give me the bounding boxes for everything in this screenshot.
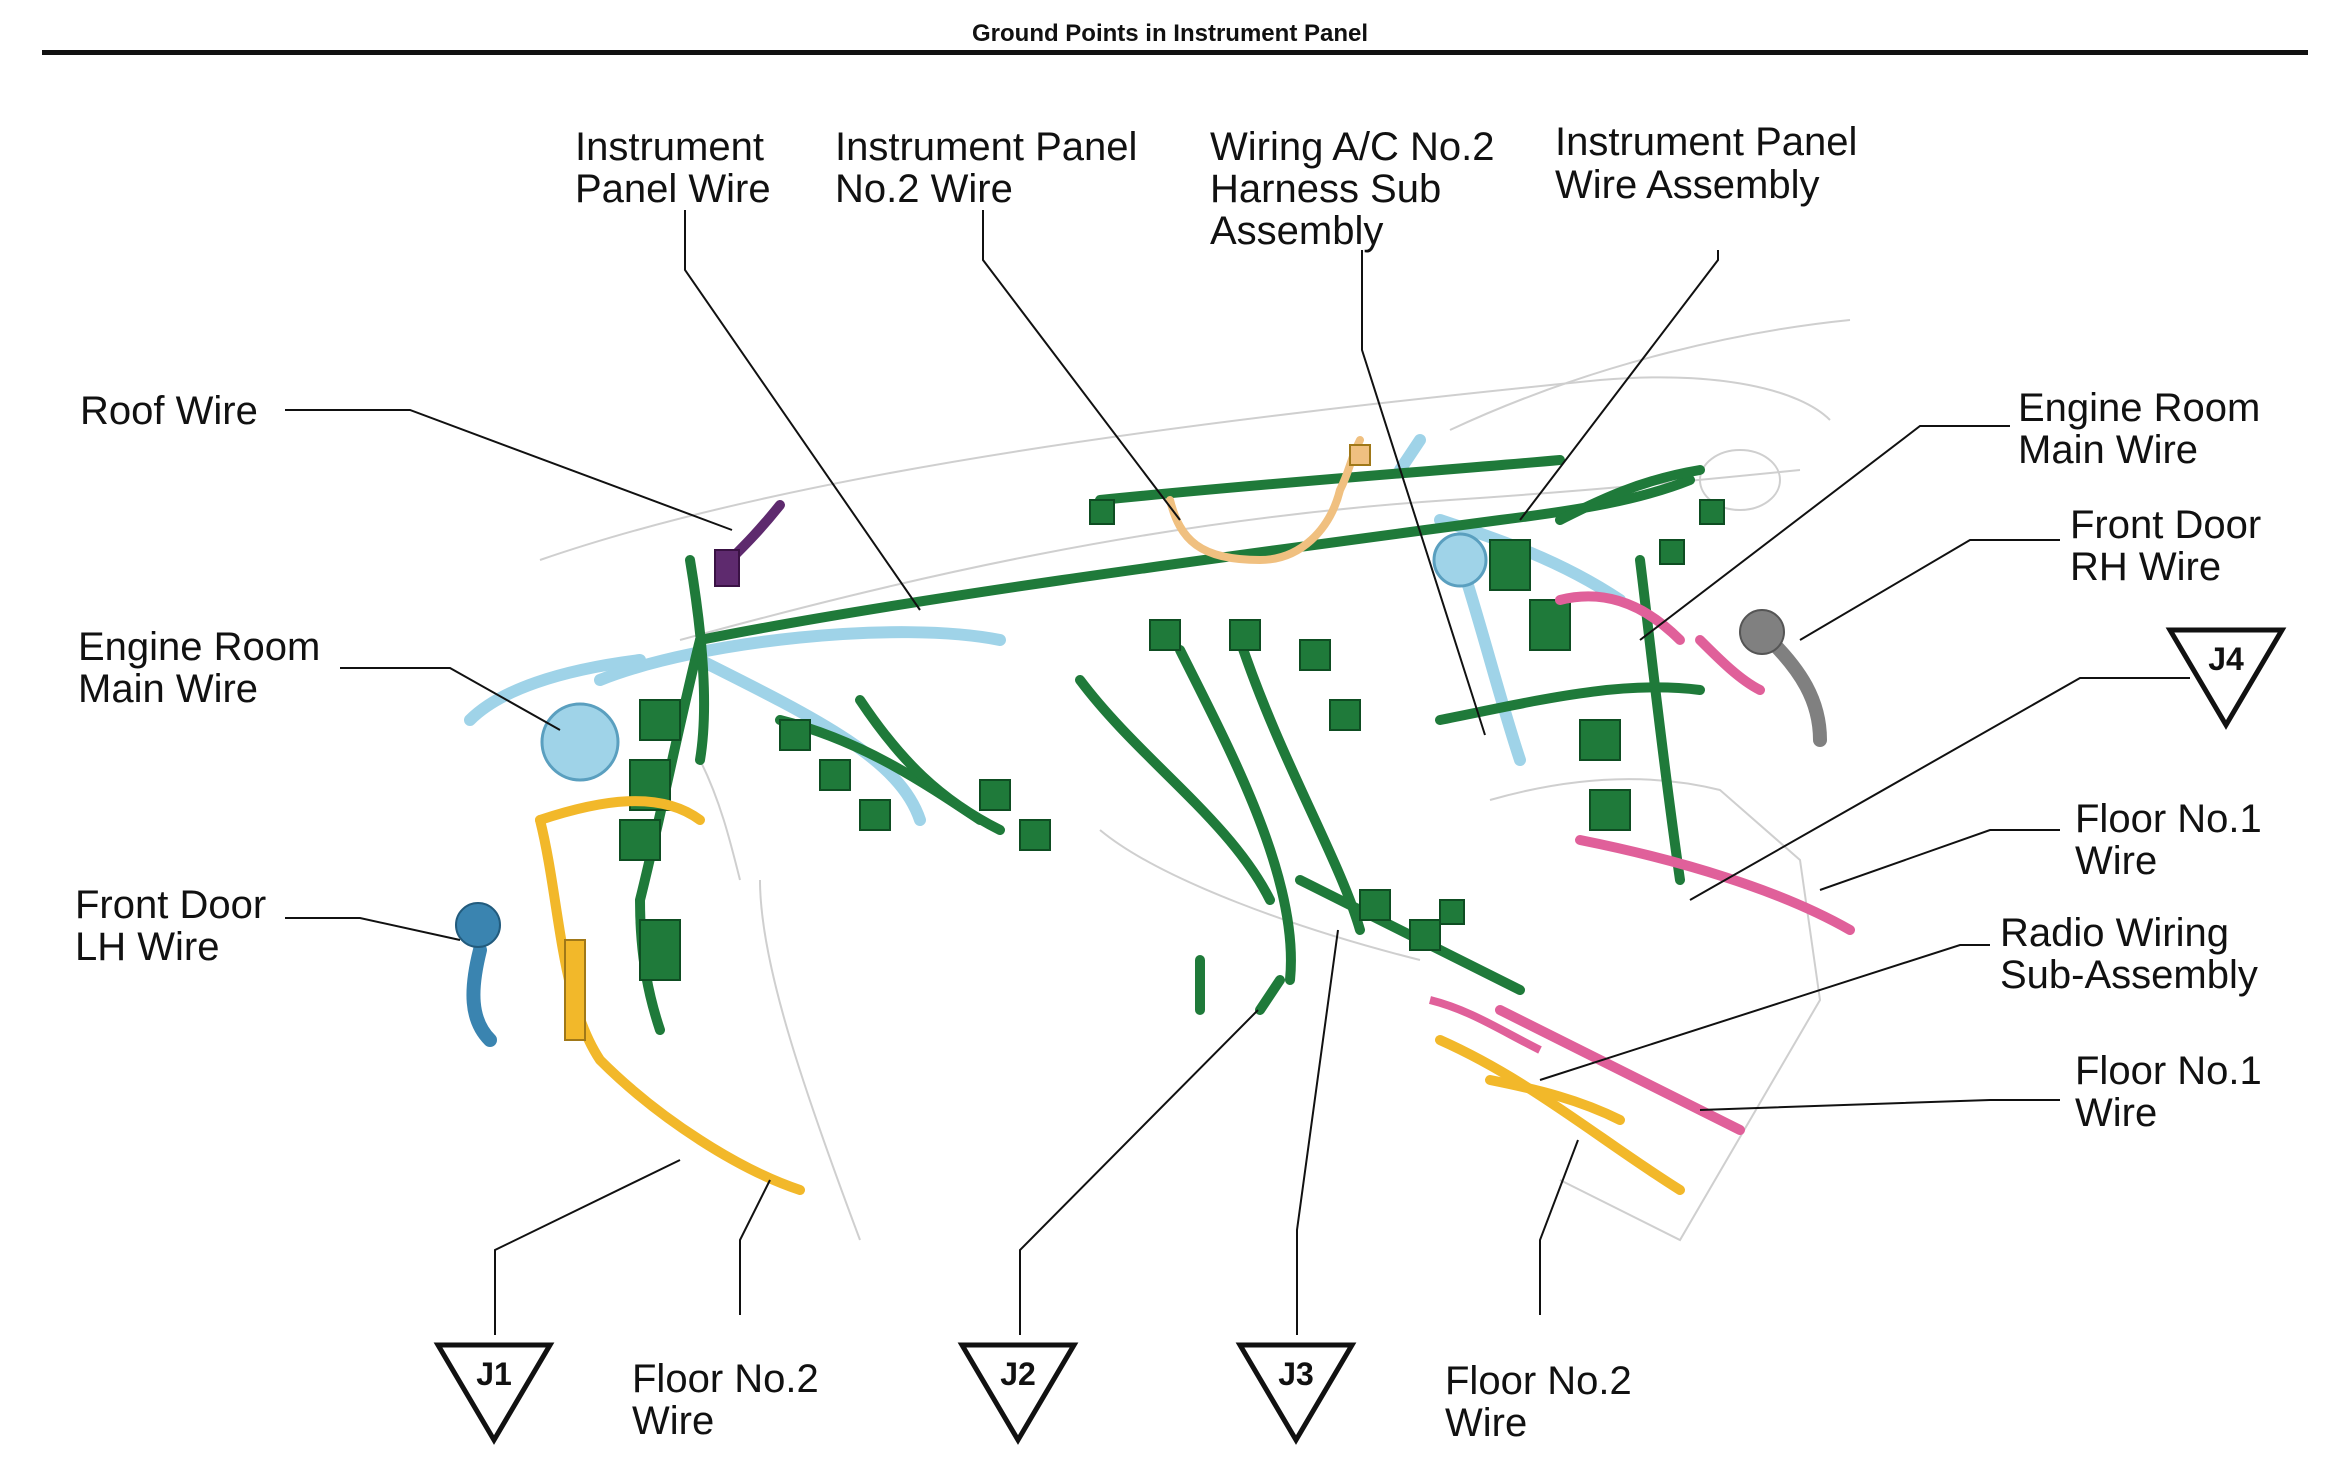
front-door-lh-label-2: LH Wire	[75, 925, 219, 969]
floor-no1-label-b-2: Wire	[2075, 1091, 2157, 1135]
dashboard-outline	[539, 319, 1851, 1242]
junction-j3-label: J3	[1278, 1356, 1314, 1392]
junction-j3: J3	[1235, 1342, 1357, 1445]
ip-wire-label-2: Panel Wire	[575, 167, 771, 211]
ip-wire-label-1: Instrument	[575, 125, 764, 169]
junction-j3-triangle	[1235, 1342, 1357, 1445]
engine-room-left-label-1: Engine Room	[78, 625, 320, 669]
radio-wiring-label-2: Sub-Assembly	[2000, 953, 2258, 997]
engine-room-right-label-1: Engine Room	[2018, 386, 2260, 430]
yellow-block	[564, 939, 586, 1041]
junction-j1-triangle	[433, 1342, 555, 1445]
front-door-lh-grommet	[455, 902, 501, 948]
junction-j4: J4	[2165, 627, 2287, 730]
floor-no2-label-b-2: Wire	[1445, 1401, 1527, 1445]
ip2-wire-label-1: Instrument Panel	[835, 125, 1137, 169]
pink-harness	[1495, 591, 1855, 1135]
roof-wire-label: Roof Wire	[80, 389, 258, 433]
radio-harness	[1429, 996, 1542, 1054]
floor-no1-label-b-1: Floor No.1	[2075, 1049, 2262, 1093]
front-door-rh-harness	[1763, 633, 1827, 747]
right-grommet	[1432, 532, 1488, 588]
junction-j2-label: J2	[1000, 1356, 1036, 1392]
engine-room-left-label-2: Main Wire	[78, 667, 258, 711]
front-door-lh-harness	[466, 943, 497, 1047]
ac-harness-label-1: Wiring A/C No.2	[1210, 125, 1495, 169]
front-door-rh-label-1: Front Door	[2070, 503, 2261, 547]
junction-j4-label: J4	[2208, 641, 2244, 677]
tan-connector	[1349, 444, 1371, 466]
ac-harness-label-2: Harness Sub	[1210, 167, 1441, 211]
floor-no2-label-b-1: Floor No.2	[1445, 1359, 1632, 1403]
junction-j1-label: J1	[476, 1356, 512, 1392]
front-door-rh-label-2: RH Wire	[2070, 545, 2221, 589]
engine-room-right-label-2: Main Wire	[2018, 428, 2198, 472]
title-rule	[42, 50, 2308, 55]
radio-wiring-label-1: Radio Wiring	[2000, 911, 2229, 955]
junction-j2: J2	[957, 1342, 1079, 1445]
floor-no1-label-a-1: Floor No.1	[2075, 797, 2262, 841]
roof-connector	[714, 549, 740, 587]
yellow-harness	[535, 796, 1685, 1195]
leader-lines	[285, 210, 2190, 1335]
junction-j4-triangle	[2165, 627, 2287, 730]
floor-no1-label-a-2: Wire	[2075, 839, 2157, 883]
floor-no2-label-a-2: Wire	[632, 1399, 714, 1443]
ac-harness-label-3: Assembly	[1210, 209, 1383, 253]
junction-j1: J1	[433, 1342, 555, 1445]
page-title: Ground Points in Instrument Panel	[971, 20, 1369, 47]
ip-assembly-label-1: Instrument Panel	[1555, 120, 1857, 164]
ip2-wire-label-2: No.2 Wire	[835, 167, 1013, 211]
junction-j2-triangle	[957, 1342, 1079, 1445]
tan-harness	[1166, 436, 1364, 565]
floor-no2-label-a-1: Floor No.2	[632, 1357, 819, 1401]
connectors	[619, 499, 1725, 981]
front-door-lh-label-1: Front Door	[75, 883, 266, 927]
front-door-rh-grommet	[1739, 609, 1785, 655]
left-grommet	[540, 702, 620, 782]
ip-assembly-label-2: Wire Assembly	[1555, 163, 1820, 207]
